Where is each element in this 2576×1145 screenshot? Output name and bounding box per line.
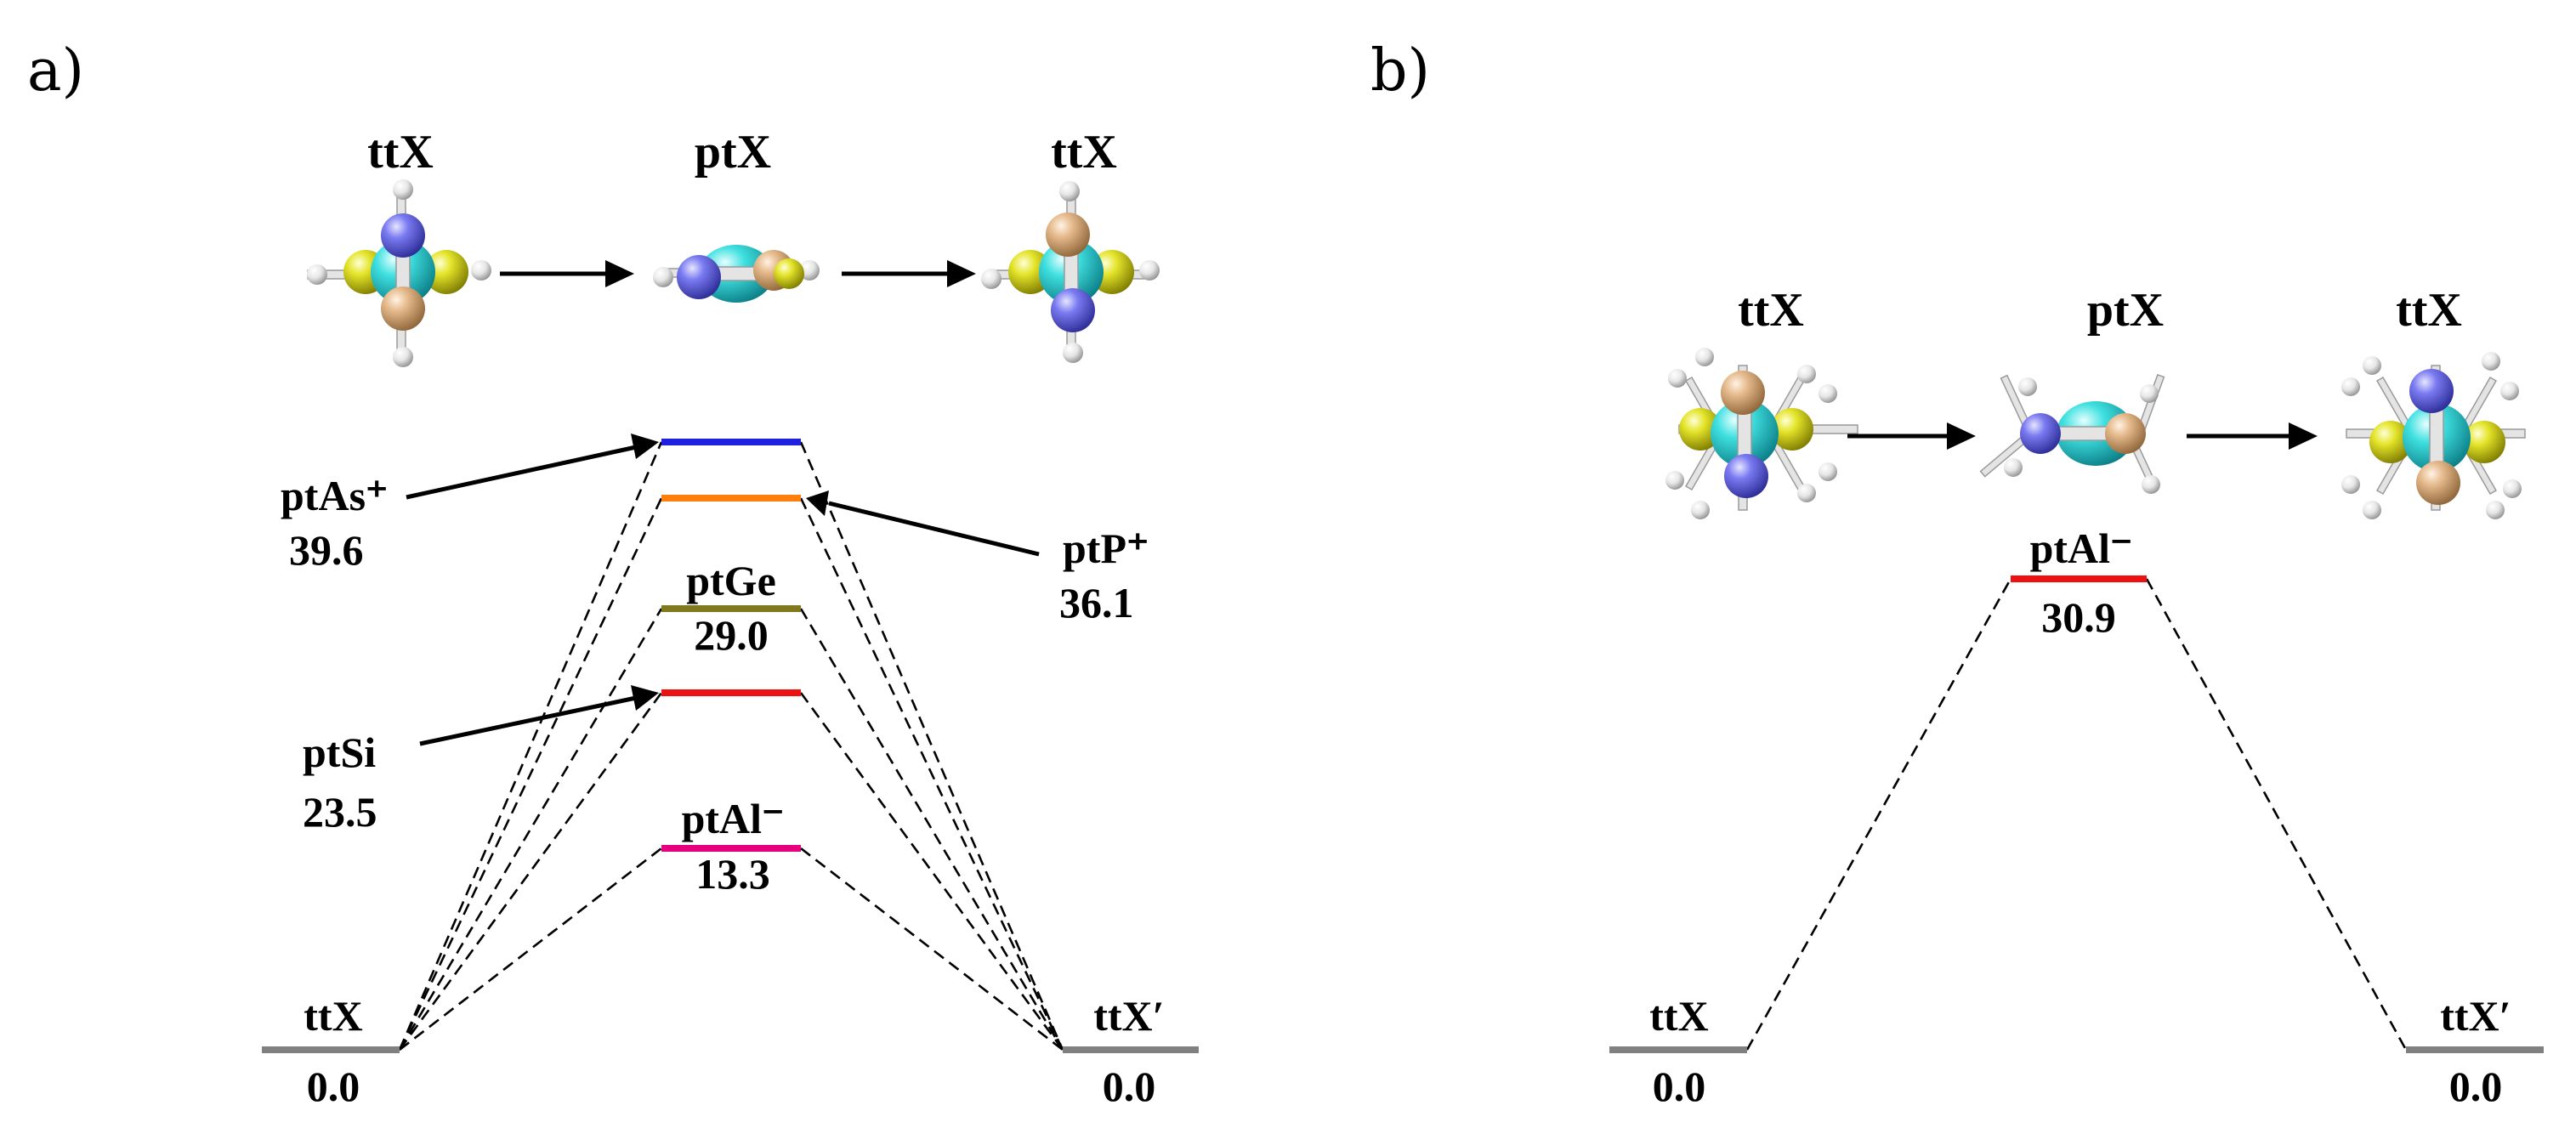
panel-b-reactant-energy: 0.0 — [1653, 1063, 1706, 1110]
panel-b-connector-left — [1745, 578, 2012, 1051]
panel-b-reactant-label: ttX — [1649, 992, 1708, 1040]
label-ptAl-b-energy: 30.9 — [2041, 593, 2116, 641]
panel-b-mechanism-label-1: ttX — [1738, 284, 1804, 337]
molecule-icon — [2341, 352, 2526, 519]
pointer-arrow-ptP — [806, 490, 1040, 557]
panel-a-product-label: ttX′ — [1093, 992, 1164, 1040]
molecule-icon — [307, 179, 491, 367]
label-ptAl-name: ptAl⁻ — [682, 795, 785, 842]
label-ptGe-name: ptGe — [686, 557, 776, 604]
panel-b-mechanism-label-2: ptX — [2087, 284, 2164, 337]
label-ptAs-energy: 39.6 — [289, 526, 364, 574]
label-ptP-name: ptP⁺ — [1063, 524, 1149, 572]
panel-a-label: a) — [27, 37, 84, 105]
molecule-icon — [653, 245, 820, 303]
panel-a-reactant-energy: 0.0 — [307, 1063, 360, 1110]
molecule-icon — [981, 181, 1160, 363]
panel-b: b) ttX ptX ttX — [1370, 37, 2544, 1110]
label-ptAl-energy: 13.3 — [695, 850, 770, 898]
reaction-arrow-icon — [2187, 422, 2318, 450]
label-ptSi-energy: 23.5 — [303, 788, 377, 836]
label-ptSi-name: ptSi — [303, 728, 376, 776]
panel-a-mechanism-label-3: ttX — [1051, 126, 1117, 179]
panel-a-mechanism-label-1: ttX — [367, 126, 434, 179]
panel-a-reactant-label: ttX — [304, 992, 362, 1040]
reaction-arrow-icon — [1847, 422, 1976, 450]
label-ptGe-energy: 29.0 — [694, 611, 769, 659]
panel-a-connectors — [398, 441, 1064, 1051]
pointer-arrow-ptSi — [419, 685, 659, 746]
molecule-icon — [1979, 373, 2165, 494]
label-ptP-energy: 36.1 — [1059, 579, 1134, 626]
reaction-arrow-icon — [842, 260, 976, 287]
label-ptAs-name: ptAs⁺ — [281, 472, 388, 519]
molecule-icon — [1665, 348, 1858, 519]
pointer-arrow-ptAs — [406, 434, 659, 500]
panel-a-product-energy: 0.0 — [1103, 1063, 1156, 1110]
panel-b-mechanism-label-3: ttX — [2396, 284, 2462, 337]
panel-a-mechanism-label-2: ptX — [695, 126, 771, 179]
reaction-arrow-icon — [500, 260, 634, 287]
panel-b-product-label: ttX′ — [2440, 992, 2511, 1040]
panel-a: a) ttX ptX ttX — [27, 37, 1199, 1110]
panel-b-label: b) — [1370, 37, 1430, 105]
panel-b-connector-right — [2145, 578, 2408, 1051]
panel-b-product-energy: 0.0 — [2449, 1063, 2503, 1110]
label-ptAl-b-name: ptAl⁻ — [2030, 524, 2133, 572]
